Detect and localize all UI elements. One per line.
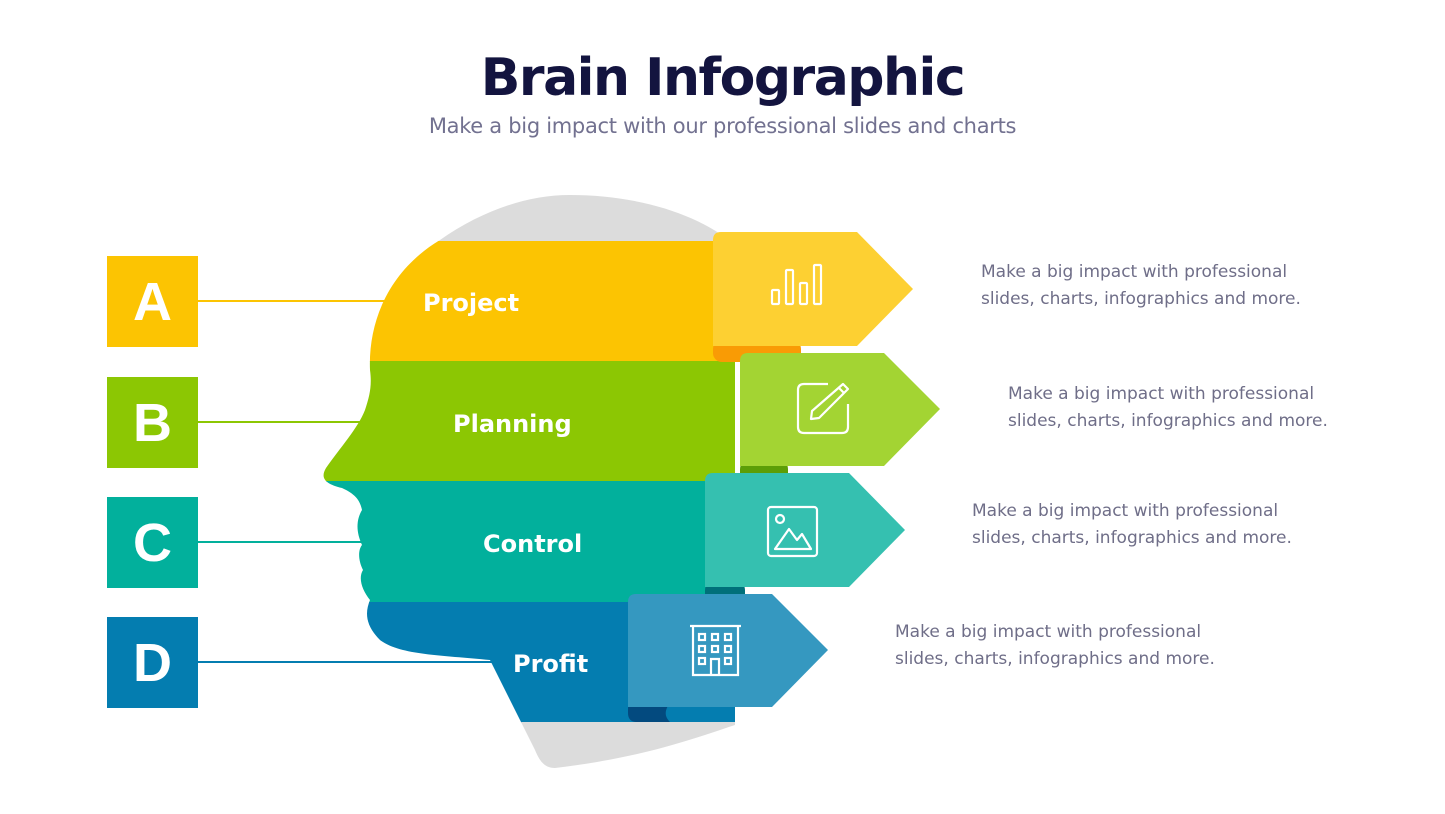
band-label-planning: Planning bbox=[453, 410, 572, 438]
band-label-control: Control bbox=[483, 530, 582, 558]
letter-box-d: D bbox=[107, 617, 198, 708]
edit-pencil-icon bbox=[796, 382, 850, 435]
band-label-project: Project bbox=[423, 289, 519, 317]
description-project: Make a big impact with professional slid… bbox=[981, 262, 1301, 309]
letter-box-a: A bbox=[107, 256, 198, 347]
band-planning bbox=[323, 361, 735, 482]
bar-chart-icon bbox=[770, 263, 823, 306]
page-subtitle: Make a big impact with our professional … bbox=[428, 114, 1017, 138]
arrow-tab-control bbox=[705, 473, 905, 587]
building-icon bbox=[690, 624, 741, 677]
image-icon bbox=[766, 505, 819, 558]
description-profit: Make a big impact with professional slid… bbox=[895, 622, 1215, 669]
arrow-tab-profit bbox=[628, 594, 828, 707]
letter-box-c: C bbox=[107, 497, 198, 588]
page-title: Brain Infographic bbox=[480, 48, 966, 108]
band-label-profit: Profit bbox=[513, 650, 588, 678]
arrow-tab-planning bbox=[740, 353, 940, 466]
letter-box-b: B bbox=[107, 377, 198, 468]
description-planning: Make a big impact with professional slid… bbox=[1008, 384, 1328, 431]
description-control: Make a big impact with professional slid… bbox=[972, 501, 1292, 548]
band-control bbox=[323, 481, 735, 603]
